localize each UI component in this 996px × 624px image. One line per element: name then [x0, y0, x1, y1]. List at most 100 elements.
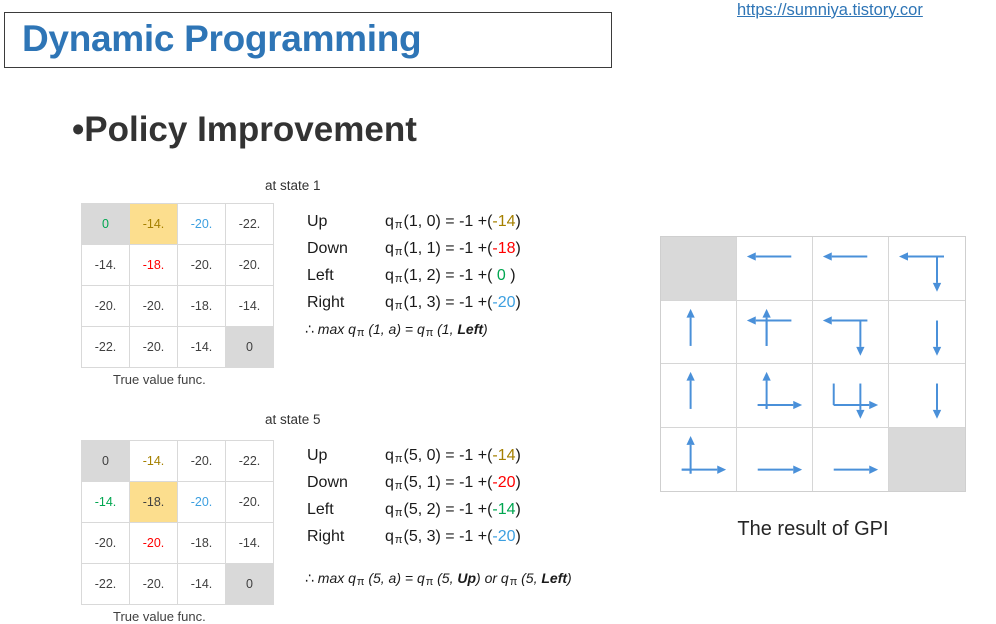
value-cell-text: -14.: [238, 299, 261, 313]
policy-arrow-icon: [932, 320, 942, 356]
grid-cell-policy-13: [737, 427, 813, 491]
grid-cell-policy-14: [813, 427, 889, 491]
q-equation: qπ(1, 0) = -1 +(-14): [385, 213, 521, 231]
value-cell-11: -14.: [225, 522, 274, 564]
value-cell-1: -14.: [129, 203, 178, 245]
action-label: Left: [307, 501, 334, 518]
policy-arrow-icon: [686, 371, 695, 409]
value-cell-2: -20.: [177, 203, 226, 245]
value-cell-3: -22.: [225, 440, 274, 482]
grid-cell-policy-10: [813, 364, 889, 428]
q-value-row-down: Down qπ(1, 1) = -1 +(-18): [307, 237, 521, 264]
value-table-row: -22. -20. -14. 0: [81, 326, 274, 368]
value-cell-text: -22.: [238, 217, 261, 231]
value-grid-caption-1: True value func.: [113, 372, 206, 387]
section-heading: •Policy Improvement: [72, 110, 417, 149]
conclusion-state-1: ∴ max qπ (1, a) = qπ (1, Left): [305, 321, 488, 339]
policy-arrow-icon: [746, 252, 792, 261]
policy-arrow-icon: [681, 435, 727, 474]
value-table-row: -14. -18. -20. -20.: [81, 244, 274, 286]
value-cell-6: -20.: [177, 481, 226, 523]
value-grid-caption-2: True value func.: [113, 609, 206, 624]
value-cell-text: -18.: [190, 299, 213, 313]
source-url-link[interactable]: https://sumniya.tistory.cor: [737, 1, 923, 19]
value-cell-text: 0: [246, 577, 253, 591]
value-cell-text: -20.: [94, 299, 117, 313]
state-label-5: at state 5: [265, 412, 321, 427]
value-cell-text: -14.: [142, 454, 165, 468]
value-cell-6: -20.: [177, 244, 226, 286]
value-table-row: 0 -14. -20. -22.: [81, 203, 274, 245]
value-table: 0-14.-20.-22.-14.-18.-20.-20.-20.-20.-18…: [81, 203, 274, 368]
q-equation: qπ(5, 1) = -1 +(-20): [385, 474, 521, 492]
value-cell-0: 0: [81, 440, 130, 482]
value-cell-1: -14.: [129, 440, 178, 482]
value-cell-15: 0: [225, 563, 274, 605]
value-cell-text: -14.: [190, 577, 213, 591]
value-cell-text: -18.: [190, 536, 213, 550]
value-cell-text: -14.: [190, 340, 213, 354]
gpi-caption: The result of GPI: [737, 518, 889, 540]
value-cell-15: 0: [225, 326, 274, 368]
grid-cell-policy-7: [889, 301, 965, 364]
value-cell-4: -14.: [81, 481, 130, 523]
value-cell-text: -18.: [142, 258, 165, 272]
policy-arrow-icon: [899, 252, 944, 292]
value-cell-text: -22.: [94, 577, 117, 591]
value-table-row: -22. -20. -14. 0: [81, 563, 274, 605]
value-cell-2: -20.: [177, 440, 226, 482]
q-value-row-right: Right qπ(5, 3) = -1 +(-20): [307, 525, 521, 552]
value-cell-text: 0: [102, 454, 109, 468]
grid-cell-policy-11: [889, 364, 965, 428]
value-cell-9: -20.: [129, 522, 178, 564]
grid-cell-terminal-0: [661, 237, 737, 301]
value-cell-text: -20.: [190, 454, 213, 468]
value-cell-7: -20.: [225, 244, 274, 286]
value-cell-11: -14.: [225, 285, 274, 327]
policy-arrow-icon: [822, 252, 868, 261]
value-table-row: -20.-20.-18.-14.: [81, 522, 274, 564]
grid-cell-policy-1: [737, 237, 813, 301]
grid-cell-terminal-15: [889, 427, 965, 491]
value-cell-10: -18.: [177, 522, 226, 564]
value-cell-text: 0: [102, 217, 109, 231]
value-cell-3: -22.: [225, 203, 274, 245]
value-cell-7: -20.: [225, 481, 274, 523]
value-cell-text: -20.: [190, 217, 213, 231]
value-cell-text: -20.: [238, 258, 261, 272]
page-title: Dynamic Programming: [22, 18, 422, 59]
value-cell-5: -18.: [129, 481, 178, 523]
q-equation: qπ(5, 3) = -1 +(-20): [385, 528, 521, 546]
value-cell-13: -20.: [129, 326, 178, 368]
action-label: Down: [307, 240, 348, 257]
q-equation: qπ(1, 1) = -1 +(-18): [385, 240, 521, 258]
value-cell-14: -14.: [177, 563, 226, 605]
value-cell-text: 0: [246, 340, 253, 354]
value-cell-text: -22.: [238, 454, 261, 468]
title-box: [4, 12, 612, 68]
value-cell-0: 0: [81, 203, 130, 245]
value-cell-13: -20.: [129, 563, 178, 605]
grid-cell-policy-12: [661, 427, 737, 491]
value-cell-text: -14.: [238, 536, 261, 550]
value-table-row: -14. -18. -20.-20.: [81, 481, 274, 523]
value-cell-text: -20.: [142, 577, 165, 591]
grid-cell-policy-2: [813, 237, 889, 301]
action-label: Right: [307, 528, 345, 545]
value-table-row: 0 -14. -20. -22.: [81, 440, 274, 482]
value-cell-8: -20.: [81, 285, 130, 327]
value-cell-text: -14.: [94, 495, 117, 509]
value-cell-text: -22.: [94, 340, 117, 354]
value-cell-12: -22.: [81, 563, 130, 605]
value-cell-4: -14.: [81, 244, 130, 286]
value-cell-text: -20.: [142, 340, 165, 354]
value-cell-5: -18.: [129, 244, 178, 286]
value-table: 0-14.-20.-22.-14.-18.-20.-20.-20.-20.-18…: [81, 440, 274, 605]
value-grid-state-5: 0-14.-20.-22.-14.-18.-20.-20.-20.-20.-18…: [81, 440, 274, 605]
value-table-row: -20.-20.-18.-14.: [81, 285, 274, 327]
value-cell-text: -18.: [142, 495, 165, 509]
